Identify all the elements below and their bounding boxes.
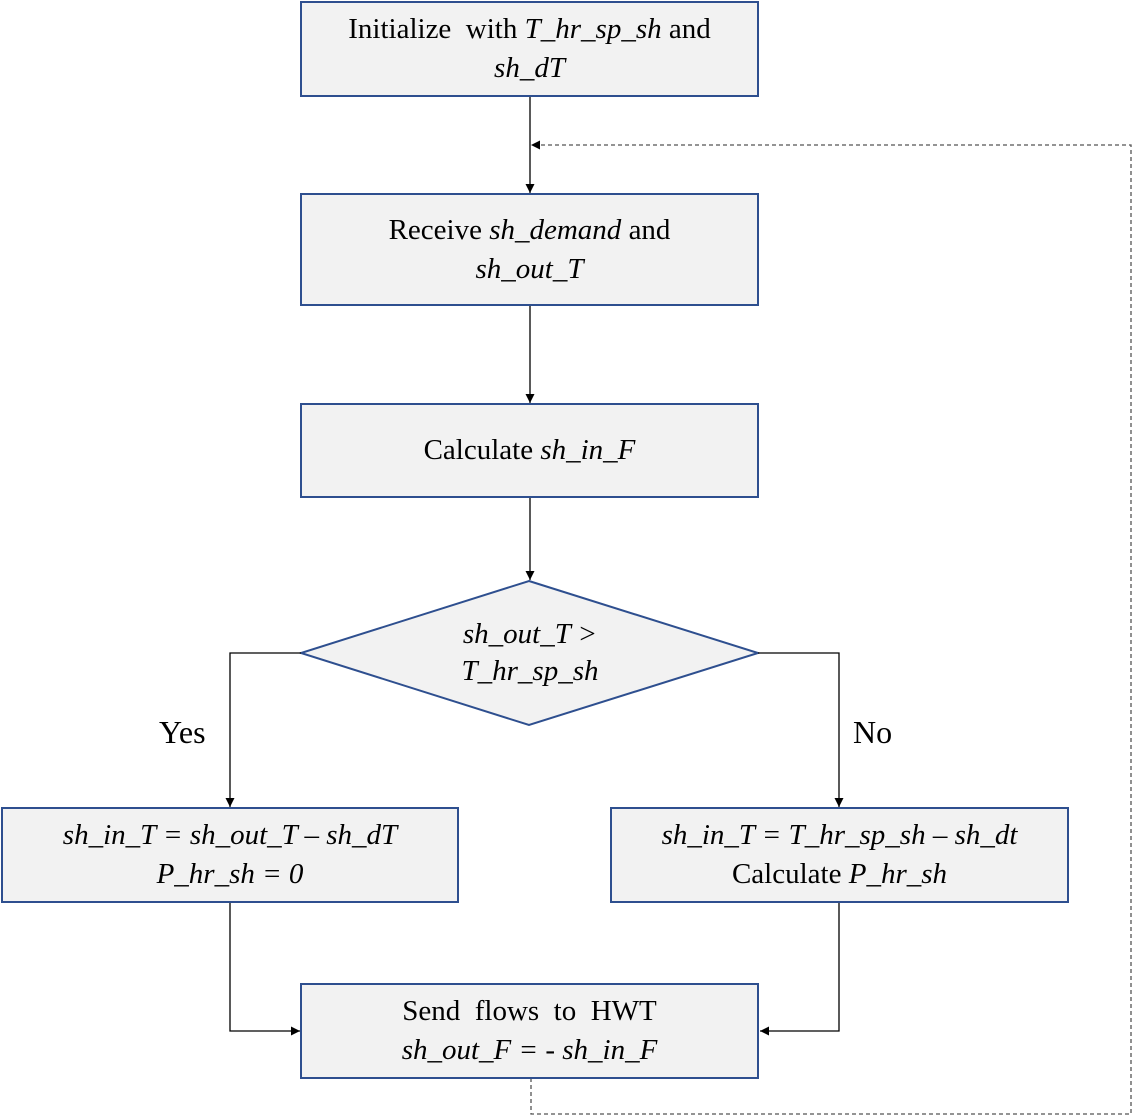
arrow-yes-to-send bbox=[229, 902, 300, 1036]
init-box: Initialize with T_hr_sp_sh and sh_dT bbox=[300, 1, 759, 97]
italic-term: P_hr_sh = 0 bbox=[156, 858, 304, 890]
send-line-2: sh_out_F = - sh_in_F bbox=[402, 1031, 658, 1070]
init-line-1: Initialize with T_hr_sp_sh and bbox=[348, 10, 711, 49]
decision-line-2: T_hr_sp_sh bbox=[462, 653, 599, 690]
calculate-box: Calculate sh_in_F bbox=[300, 403, 759, 498]
italic-term: sh_out_F = - sh_in_F bbox=[401, 1034, 658, 1066]
text-segment: and bbox=[661, 13, 711, 45]
italic-term: sh_out_T > bbox=[462, 618, 598, 650]
yes-box-line-1: sh_in_T = sh_out_T – sh_dT bbox=[63, 816, 397, 855]
text-segment: Receive bbox=[388, 213, 490, 246]
no-label: No bbox=[853, 714, 893, 750]
receive-line-1: Receive sh_demand and bbox=[389, 211, 671, 250]
init-line-2: sh_dT bbox=[494, 49, 565, 88]
no-box-line-1: sh_in_T = T_hr_sp_sh – sh_dt bbox=[662, 816, 1018, 855]
loop-back-dashed-arrow bbox=[530, 140, 1132, 1115]
italic-term: sh_in_T = sh_out_T – sh_dT bbox=[62, 819, 398, 851]
italic-term: sh_dT bbox=[494, 52, 565, 84]
decision-diamond bbox=[297, 579, 762, 727]
text-segment: Calculate bbox=[731, 858, 849, 890]
italic-term: T_hr_sp_sh bbox=[461, 655, 599, 687]
yes-label: Yes bbox=[159, 714, 206, 750]
send-line-1: Send flows to HWT bbox=[402, 992, 657, 1031]
arrow-decision-no bbox=[758, 652, 844, 807]
italic-term: P_hr_sh bbox=[848, 858, 948, 890]
text-segment: and bbox=[621, 213, 671, 246]
yes-box-line-2: P_hr_sh = 0 bbox=[157, 855, 304, 894]
italic-term: sh_in_T = T_hr_sp_sh – sh_dt bbox=[661, 819, 1018, 851]
send-box: Send flows to HWT sh_out_F = - sh_in_F bbox=[300, 983, 759, 1079]
italic-term: T_hr_sp_sh bbox=[524, 13, 662, 45]
no-branch-box: sh_in_T = T_hr_sp_sh – sh_dt Calculate P… bbox=[610, 807, 1069, 903]
text-segment: Calculate bbox=[423, 434, 541, 466]
receive-box: Receive sh_demand and sh_out_T bbox=[300, 193, 759, 306]
calculate-line-1: Calculate sh_in_F bbox=[424, 431, 636, 470]
text-segment: Send flows to HWT bbox=[402, 995, 657, 1027]
receive-line-2: sh_out_T bbox=[476, 250, 584, 289]
arrow-decision-yes bbox=[225, 652, 301, 807]
no-box-line-2: Calculate P_hr_sh bbox=[732, 855, 947, 894]
italic-term: sh_demand bbox=[489, 213, 622, 246]
decision-line-1: sh_out_T > bbox=[463, 616, 597, 653]
text-segment: Initialize with bbox=[348, 13, 525, 45]
decision-text: sh_out_T > T_hr_sp_sh bbox=[300, 580, 760, 726]
yes-branch-box: sh_in_T = sh_out_T – sh_dT P_hr_sh = 0 bbox=[1, 807, 459, 903]
italic-term: sh_in_F bbox=[540, 434, 636, 466]
italic-term: sh_out_T bbox=[475, 252, 584, 285]
arrow-no-to-send bbox=[760, 902, 840, 1036]
